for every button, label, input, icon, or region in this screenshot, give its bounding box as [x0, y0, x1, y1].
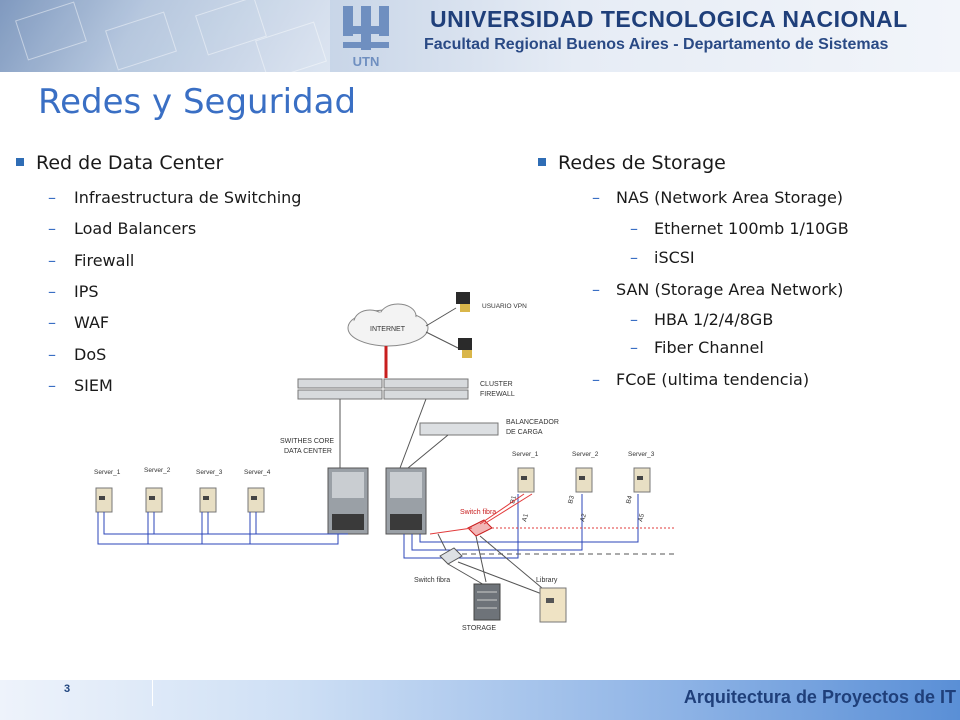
- left-item: –IPS: [48, 282, 99, 301]
- hba-label: A5: [637, 513, 646, 523]
- server-icon: [247, 487, 265, 513]
- left-item-label: Infraestructura de Switching: [74, 188, 302, 207]
- server-label: Server_4: [244, 469, 271, 476]
- faculty-name: Facultad Regional Buenos Aires - Departa…: [424, 36, 889, 53]
- left-item: –SIEM: [48, 376, 113, 395]
- university-name: UNIVERSIDAD TECNOLOGICA NACIONAL: [430, 6, 908, 32]
- storage-array-icon: [473, 583, 501, 621]
- right-group-text: NAS (Network Area Storage): [616, 188, 844, 207]
- server-icon: [145, 487, 163, 513]
- load-balancer-icon: [419, 422, 499, 436]
- vpn-user-icon: [456, 292, 470, 312]
- cluster-label: CLUSTER: [480, 381, 513, 388]
- internet-label: INTERNET: [370, 326, 406, 333]
- right-sub-item-text: iSCSI: [654, 248, 695, 267]
- storage-links: [437, 533, 543, 595]
- right-sub-item-text: HBA 1/2/4/8GB: [654, 310, 774, 329]
- core-switch-icon: [327, 467, 369, 535]
- right-group-text: SAN (Storage Area Network): [616, 280, 844, 299]
- right-group-label: –NAS (Network Area Storage): [592, 188, 844, 207]
- de-carga-label: DE CARGA: [506, 429, 543, 436]
- balanceador-label: BALANCEADOR: [506, 419, 559, 426]
- footer-divider: [152, 680, 153, 706]
- bullet-square-icon: [16, 158, 24, 166]
- hba-label: A2: [579, 513, 588, 523]
- right-group-label: –FCoE (ultima tendencia): [592, 370, 810, 389]
- right-sub-item-text: Ethernet 100mb 1/10GB: [654, 219, 849, 238]
- left-item-label: WAF: [74, 313, 110, 332]
- server-label: Server_2: [144, 467, 171, 474]
- right-sub-item-text: Fiber Channel: [654, 338, 764, 357]
- left-heading-text: Red de Data Center: [36, 152, 224, 174]
- vpn-user-label: USUARIO VPN: [482, 303, 527, 310]
- hba-label: A1: [521, 513, 530, 523]
- left-heading: Red de Data Center: [16, 152, 223, 174]
- right-heading-text: Redes de Storage: [558, 152, 726, 174]
- hba-label: B4: [625, 495, 634, 505]
- utn-logo: UTN: [343, 6, 389, 69]
- hba-label: B3: [567, 495, 576, 505]
- footer-bar: [0, 680, 960, 720]
- left-item-label: DoS: [74, 345, 107, 364]
- library-icon: [539, 587, 567, 623]
- left-item: –DoS: [48, 345, 107, 364]
- firewall-appliance-icon: [297, 378, 469, 400]
- left-item: –Load Balancers: [48, 219, 197, 238]
- header-banner: UTN UNIVERSIDAD TECNOLOGICA NACIONAL Fac…: [0, 0, 960, 72]
- hba-label: B1: [509, 495, 518, 505]
- internet-cloud-icon: [347, 303, 429, 347]
- right-sub-item: –HBA 1/2/4/8GB: [630, 310, 774, 329]
- right-sub-item: –Fiber Channel: [630, 338, 764, 357]
- server-label: Server_2: [572, 451, 599, 458]
- left-item: –WAF: [48, 313, 110, 332]
- server-icon: [575, 467, 593, 493]
- left-item: –Firewall: [48, 251, 135, 270]
- fiber-links: [429, 493, 533, 535]
- bullet-square-icon: [538, 158, 546, 166]
- server-icon: [199, 487, 217, 513]
- server-icon: [633, 467, 651, 493]
- logo-text: UTN: [353, 54, 380, 69]
- left-item-label: Firewall: [74, 251, 135, 270]
- core-switch-icon: [385, 467, 427, 535]
- switches-core-label: SWITHES CORE: [280, 438, 334, 445]
- left-item: –Infraestructura de Switching: [48, 188, 302, 207]
- switch-fibra-top-label: Switch fibra: [460, 509, 496, 516]
- right-sub-item: –iSCSI: [630, 248, 695, 267]
- network-diagram: INTERNET USUARIO VPN CLUSTER FIREWALL BA…: [94, 292, 676, 632]
- left-item-label: Load Balancers: [74, 219, 197, 238]
- server-label: Server_1: [512, 451, 539, 458]
- server-label: Server_3: [628, 451, 655, 458]
- right-group-text: FCoE (ultima tendencia): [616, 370, 810, 389]
- vpn-user-icon: [458, 338, 472, 358]
- right-group-label: –SAN (Storage Area Network): [592, 280, 844, 299]
- left-item-label: IPS: [74, 282, 99, 301]
- firewall-label: FIREWALL: [480, 391, 515, 398]
- server-label: Server_1: [94, 469, 121, 476]
- switch-fibra-bottom-label: Switch fibra: [414, 577, 450, 584]
- right-heading: Redes de Storage: [538, 152, 726, 174]
- course-title: Arquitectura de Proyectos de IT: [683, 687, 956, 707]
- server-label: Server_3: [196, 469, 223, 476]
- header-photo: [0, 0, 330, 72]
- page-number: 3: [64, 683, 71, 695]
- library-label: Library: [536, 577, 558, 584]
- storage-label: STORAGE: [462, 625, 496, 632]
- fiber-switch-icon: [439, 547, 463, 565]
- slide-title: Redes y Seguridad: [38, 82, 357, 122]
- right-sub-item: –Ethernet 100mb 1/10GB: [630, 219, 849, 238]
- server-icon: [95, 487, 113, 513]
- data-center-label: DATA CENTER: [284, 448, 332, 455]
- left-item-label: SIEM: [74, 376, 113, 395]
- server-icon: [517, 467, 535, 493]
